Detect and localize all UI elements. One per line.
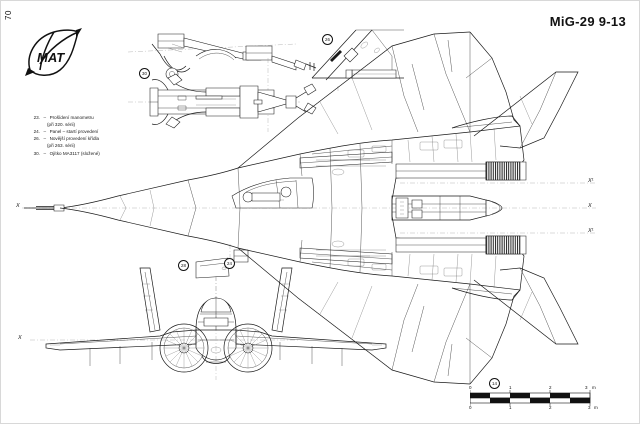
detail-towbar-side	[127, 33, 317, 81]
legend-text: Prošídení manometru	[49, 115, 94, 120]
mat-publisher-logo: MAT	[24, 26, 82, 78]
callout-26-wing: 26	[322, 34, 333, 45]
legend-text: Novější provedení křídla	[49, 136, 100, 142]
scale-tick-top-3: 3	[585, 385, 588, 390]
scale-tick-bottom-0: 0	[469, 405, 472, 410]
legend-index: 24.	[33, 129, 40, 135]
page-title: MiG-29 9-13	[549, 14, 626, 29]
scale-tick-top-2: 2	[549, 385, 552, 390]
axis-x1-right-lower: X¹	[588, 228, 594, 234]
scale-bar-lower-row	[469, 397, 591, 404]
scale-tick-top-0: 0	[469, 385, 472, 390]
legend-dash: –	[43, 129, 47, 135]
detail-panel-24	[195, 244, 249, 312]
legend-index: 26.	[33, 136, 40, 142]
scale-tick-top-1: 1	[509, 385, 512, 390]
legend-dash: –	[43, 115, 47, 120]
scale-unit-top: m	[592, 385, 596, 390]
legend-block: 23. – Prošídení manometru (při 320. séri…	[28, 114, 100, 157]
scale-tick-bottom-1: 1	[509, 405, 512, 410]
legend-subtext: (při 263. sérii)	[47, 143, 76, 149]
axis-x-right: X	[588, 203, 592, 209]
scale-bar-upper-row	[469, 392, 591, 399]
logo-text: MAT	[37, 50, 65, 65]
legend-dash: –	[43, 150, 47, 156]
scale-tick-bottom-2: 2	[549, 405, 552, 410]
legend-text: Ojítko MA3117 (složené)	[49, 150, 100, 156]
callout-scale: 14	[489, 378, 500, 389]
legend-index: 30.	[33, 150, 40, 156]
legend-subtext: (při 320. sérii)	[47, 122, 76, 128]
callout-24: 24	[224, 258, 235, 269]
legend-item: 30. – Ojítko MA3117 (složené)	[28, 150, 100, 157]
scale-tick-bottom-3: 3	[588, 405, 591, 410]
legend-item: 23. – Prošídení manometru	[28, 114, 100, 121]
scale-unit-bottom: m	[594, 405, 598, 410]
detail-wing-root	[311, 29, 404, 92]
legend-dash: –	[43, 136, 47, 142]
callout-28: 28	[178, 260, 189, 271]
axis-x1-right-upper: X¹	[588, 178, 594, 184]
axis-x-front-left: X	[18, 335, 22, 341]
legend-item: 24. – Panel – startí provedení	[28, 128, 100, 135]
legend-index: 23.	[33, 115, 40, 120]
legend-text: Panel – startí provedení	[49, 129, 99, 135]
plan-view-top	[22, 31, 596, 385]
callout-30: 30	[139, 68, 150, 79]
legend-item: 26. – Novější provedení křídla	[28, 135, 100, 142]
detail-towbar-plan	[128, 58, 317, 132]
scale-bar: 0 1 2 3 m 0 1 2 3 m	[469, 385, 600, 417]
axis-x-left: X	[16, 203, 20, 209]
front-view	[30, 267, 387, 380]
